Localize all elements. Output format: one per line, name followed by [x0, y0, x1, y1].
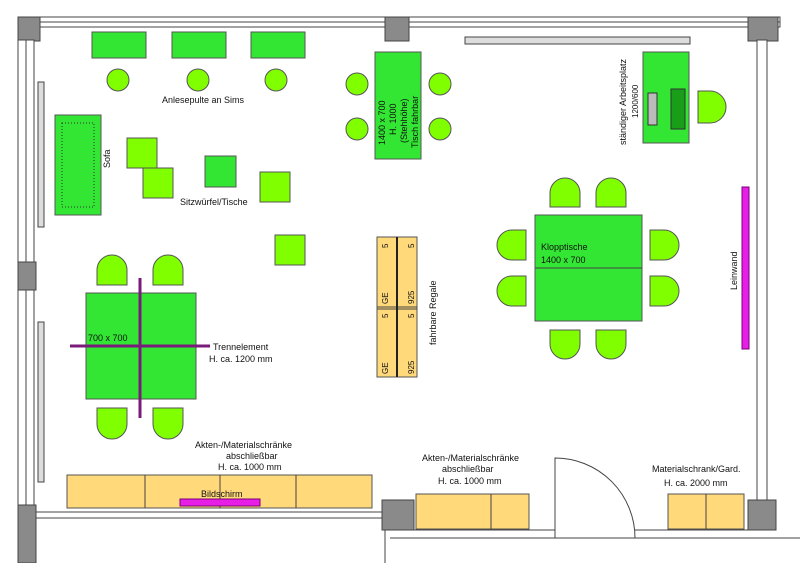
cabinets-middle: Akten-/Materialschränke abschließbar H. …	[415, 453, 530, 530]
folding-tables-size: 1400 x 700	[541, 255, 586, 265]
workstation-size-label: 1200/600	[631, 84, 640, 118]
svg-text:GE: GE	[381, 362, 390, 374]
workstation: ständiger Arbeitsplatz 1200/600	[618, 51, 727, 145]
svg-text:5: 5	[381, 243, 390, 248]
table-square-label: 700 x 700	[88, 333, 128, 343]
standing-table: 1400 x 700 H. 1000 (Stehhöhe) Tisch fahr…	[345, 51, 452, 160]
svg-text:abschließbar: abschließbar	[226, 451, 278, 461]
seat-cubes: Sitzwürfel/Tische	[126, 137, 306, 266]
svg-text:abschließbar: abschließbar	[442, 464, 494, 474]
chair	[697, 90, 727, 124]
shelves-label: fahrbare Regale	[428, 280, 438, 345]
cabinet-right: Materialschrank/Gard. H. ca. 2000 mm	[652, 464, 745, 530]
cabinets-left: Akten-/Materialschränke abschließbar H. …	[66, 440, 373, 509]
svg-text:Akten-/Materialschränke: Akten-/Materialschränke	[422, 453, 519, 463]
sofa: Sofa	[54, 114, 112, 216]
monitor-icon	[647, 92, 658, 126]
lecterns-label: Anlesepulte an Sims	[162, 95, 245, 105]
monitor-label: Bildschirm	[201, 489, 243, 499]
svg-text:H. ca. 1000 mm: H. ca. 1000 mm	[218, 462, 282, 472]
svg-text:925: 925	[407, 360, 416, 374]
cubes-label: Sitzwürfel/Tische	[180, 197, 248, 207]
projection-screen	[741, 186, 750, 350]
workstation-label: ständiger Arbeitsplatz	[618, 58, 628, 145]
svg-text:H. ca. 1000 mm: H. ca. 1000 mm	[438, 476, 502, 486]
keyboard-icon	[670, 88, 686, 130]
svg-text:5: 5	[407, 313, 416, 318]
svg-text:5: 5	[381, 313, 390, 318]
divider-label: Trennelement	[213, 342, 269, 352]
svg-text:5: 5	[407, 243, 416, 248]
walls	[17, 16, 800, 563]
lecterns: Anlesepulte an Sims	[91, 31, 306, 105]
square-tables: 700 x 700 Trennelement H. ca. 1200 mm	[70, 254, 273, 440]
svg-text:925: 925	[407, 290, 416, 304]
table-height-label: H. 1000	[388, 103, 398, 135]
radiator	[37, 81, 45, 228]
divider-height-label: H. ca. 1200 mm	[209, 354, 273, 364]
mobile-shelves: 5 GE 5 925 5 GE 5 925 fahrbare Regale	[376, 236, 438, 378]
table-size-label: 1400 x 700	[377, 100, 387, 145]
door-swing	[554, 457, 636, 539]
folding-tables: Klopptische 1400 x 700	[496, 177, 680, 360]
folding-tables-label: Klopptische	[541, 242, 588, 252]
svg-text:Akten-/Materialschränke: Akten-/Materialschränke	[195, 440, 292, 450]
sofa-label: Sofa	[102, 149, 112, 168]
table-mobile-label: Tisch fahrbar	[410, 96, 420, 148]
svg-text:Materialschrank/Gard.: Materialschrank/Gard.	[652, 464, 741, 474]
svg-text:H. ca. 2000 mm: H. ca. 2000 mm	[664, 478, 728, 488]
monitor-bar	[179, 498, 261, 507]
radiator	[37, 321, 45, 483]
svg-text:GE: GE	[381, 292, 390, 304]
table-note-label: (Stehhöhe)	[399, 98, 409, 143]
radiator	[464, 36, 691, 45]
screen-label: Leinwand	[729, 251, 739, 290]
